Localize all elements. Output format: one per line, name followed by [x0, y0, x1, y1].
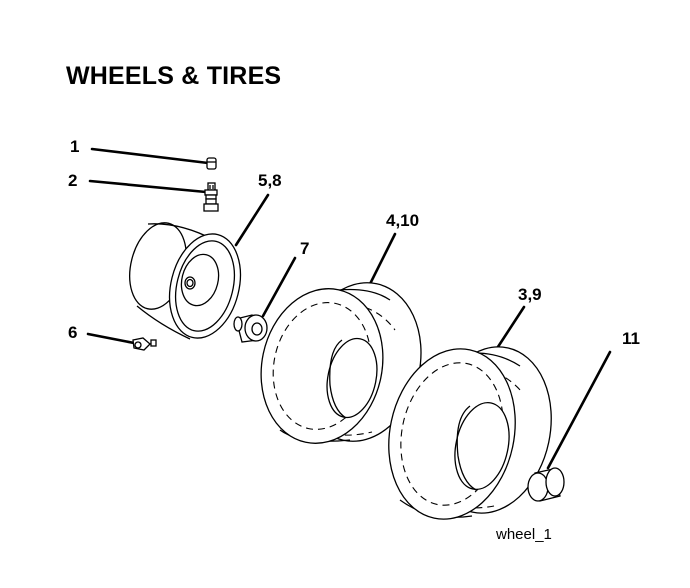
front-tire — [260, 282, 422, 444]
end-cap — [527, 467, 565, 502]
callout-11: 11 — [622, 329, 640, 348]
valve-stem — [203, 182, 219, 212]
leader-line-7 — [261, 256, 297, 318]
leader-line-5-8 — [234, 193, 270, 247]
rear-tire — [388, 346, 552, 520]
callout-2: 2 — [68, 171, 78, 190]
callout-6: 6 — [68, 323, 78, 342]
valve-cap — [206, 157, 217, 170]
callout-5-8: 5,8 — [258, 171, 282, 190]
page-title: WHEELS & TIRES — [66, 62, 282, 90]
callout-4-10: 4,10 — [386, 211, 420, 230]
grease-fitting — [132, 337, 157, 351]
leader-line-11 — [546, 350, 612, 470]
figure-caption: wheel_1 — [496, 526, 552, 543]
leader-line-2 — [88, 179, 208, 194]
bushing — [233, 314, 268, 343]
leader-line-1 — [90, 147, 210, 165]
leader-line-6 — [86, 332, 136, 345]
callout-7: 7 — [300, 239, 310, 258]
rim — [129, 222, 242, 340]
leader-lines — [86, 147, 612, 470]
callout-3-9: 3,9 — [518, 285, 542, 304]
leader-line-4-10 — [365, 232, 397, 292]
callout-1: 1 — [70, 137, 80, 156]
